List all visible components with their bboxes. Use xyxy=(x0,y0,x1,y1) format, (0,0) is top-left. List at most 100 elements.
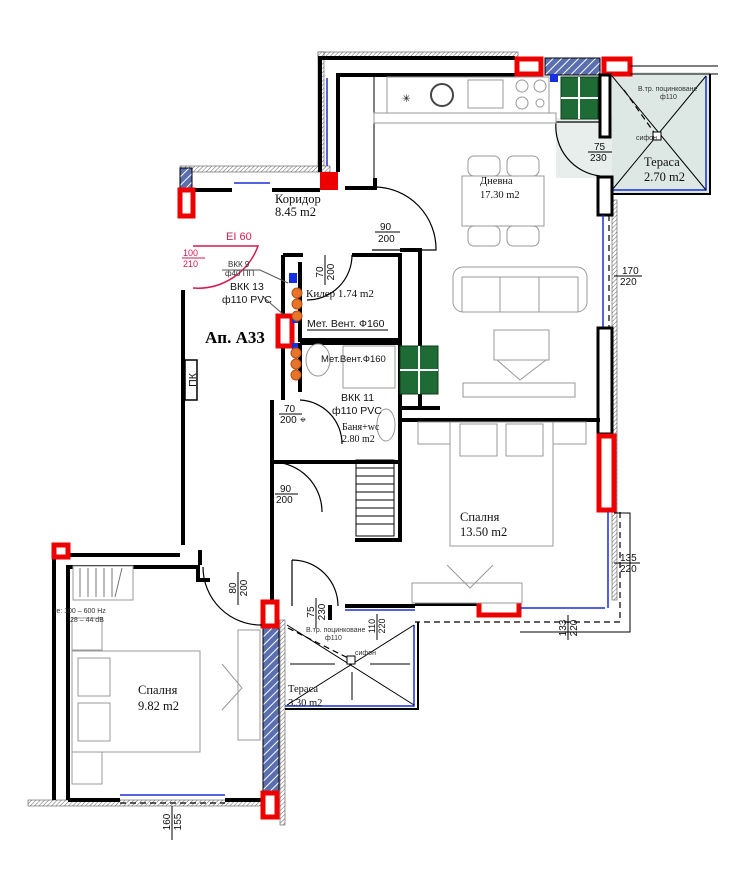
nightstand xyxy=(71,617,103,651)
hob xyxy=(533,79,547,93)
siphon-top-label: сифон xyxy=(636,135,657,142)
outer-wall-corridor xyxy=(179,165,331,173)
ceiling-light-icon: ⌖ xyxy=(300,414,306,426)
radiator-grid xyxy=(400,346,438,394)
vent-label-2: Мет.Вент.Ф160 xyxy=(321,354,386,365)
bedroom-small-walls xyxy=(66,565,265,802)
svg-text:133: 133 xyxy=(558,619,569,636)
corridor-top-wall xyxy=(180,178,377,192)
svg-text:220: 220 xyxy=(377,618,387,633)
drain-top-label: В.тр. поцинковане xyxy=(638,86,698,93)
pillow xyxy=(77,657,111,697)
bedroom-large-bottom-wall xyxy=(328,602,478,620)
bedroom-small-name: Спалня xyxy=(138,683,178,697)
living-name: Дневна xyxy=(480,176,513,187)
pk-label: ПК xyxy=(187,372,199,387)
washing-machine xyxy=(430,83,454,107)
column xyxy=(51,542,71,560)
door-terrace-bottom xyxy=(291,559,339,607)
vent-blue xyxy=(550,74,558,82)
terrace-bottom-area: 3.30 m2 xyxy=(288,698,322,709)
washbasin xyxy=(376,408,396,442)
radiator-panel xyxy=(72,565,134,601)
toilet xyxy=(305,343,331,377)
door-hall xyxy=(271,461,323,513)
vent-label-1: Мет. Вент. Ф160 xyxy=(307,318,385,330)
pipe xyxy=(290,358,302,370)
opening-terrace-bottom: 75 230 xyxy=(306,598,328,628)
window-bedroom-sill xyxy=(415,512,621,623)
coffee-table xyxy=(493,329,550,361)
column xyxy=(601,56,633,77)
svg-text:220: 220 xyxy=(620,277,637,288)
drain-top-diameter: ф110 xyxy=(660,94,677,101)
terrace-bottom-name: Тераса xyxy=(288,684,318,695)
kitchen-wall xyxy=(318,56,515,172)
vkk9-pipe: ф40 ПП xyxy=(225,269,254,278)
corridor-area: 8.45 m2 xyxy=(275,205,316,219)
svg-text:200: 200 xyxy=(378,234,395,245)
svg-text:220: 220 xyxy=(569,619,580,636)
tv-unit xyxy=(462,382,576,398)
svg-text:160: 160 xyxy=(162,813,173,830)
hob xyxy=(515,96,529,110)
bedroom-small-area: 9.82 m2 xyxy=(138,699,179,713)
chair xyxy=(506,155,540,177)
terrace-top-area: 2.70 m2 xyxy=(644,170,685,184)
drain-bottom-label: В.тр. поцинковане xyxy=(306,627,366,634)
drain-bottom-diameter: ф110 xyxy=(325,635,342,642)
svg-text:170: 170 xyxy=(622,266,639,277)
pillow xyxy=(505,423,544,457)
tv-view-lines xyxy=(221,663,243,711)
chair xyxy=(506,225,540,247)
svg-text:90: 90 xyxy=(280,484,292,495)
pillow xyxy=(459,423,498,457)
column xyxy=(596,433,617,513)
pillow xyxy=(77,702,111,742)
kitchen-side-counter xyxy=(373,112,557,124)
vkk11-label: ВКК 11 xyxy=(341,392,374,404)
pipe xyxy=(290,369,302,381)
svg-text:135: 135 xyxy=(620,553,637,564)
chair xyxy=(467,155,501,177)
sink xyxy=(467,79,504,109)
sofa-cushions xyxy=(461,276,579,313)
opening-bedroom-small: 80 200 xyxy=(228,572,250,605)
column xyxy=(275,313,295,349)
hall-left-wall xyxy=(181,290,202,565)
terrace-top-border xyxy=(612,74,711,195)
hatched-wall xyxy=(179,167,193,189)
dining-table xyxy=(461,175,545,227)
terrace-bottom-edge xyxy=(285,625,415,707)
svg-text:200: 200 xyxy=(239,579,250,596)
nightstand xyxy=(71,751,103,785)
acoustic-label-2: 28 – 44 dB xyxy=(70,617,104,624)
door-terrace-top xyxy=(555,121,601,177)
pipe xyxy=(291,298,303,310)
corridor-name: Коридор xyxy=(275,192,321,206)
terrace-top-drain xyxy=(611,75,707,191)
vkk13-pipe: ф110 PVC xyxy=(222,294,272,306)
dimension-box xyxy=(520,512,631,633)
exterior-left-wall xyxy=(52,553,180,800)
wall-segment xyxy=(596,326,614,436)
column xyxy=(177,187,196,219)
outer-wall-terrace2 xyxy=(279,619,286,826)
vent-blue xyxy=(292,343,298,351)
terrace-bottom-border xyxy=(285,622,419,710)
entry-door-height: 210 xyxy=(183,259,198,269)
vkk9-label: ВКК 9 xyxy=(228,260,250,269)
svg-text:70: 70 xyxy=(284,404,296,415)
svg-text:70: 70 xyxy=(315,266,326,278)
terrace-top-name: Тераса xyxy=(644,155,680,169)
siphon-bottom-label: сифон xyxy=(355,650,376,657)
tv-view-lines xyxy=(496,359,547,381)
shower-tray xyxy=(342,345,396,389)
svg-text:230: 230 xyxy=(590,153,607,164)
hatched-wall xyxy=(544,57,601,76)
door-bedroom-small xyxy=(202,566,263,626)
door-corridor-living xyxy=(372,186,437,251)
